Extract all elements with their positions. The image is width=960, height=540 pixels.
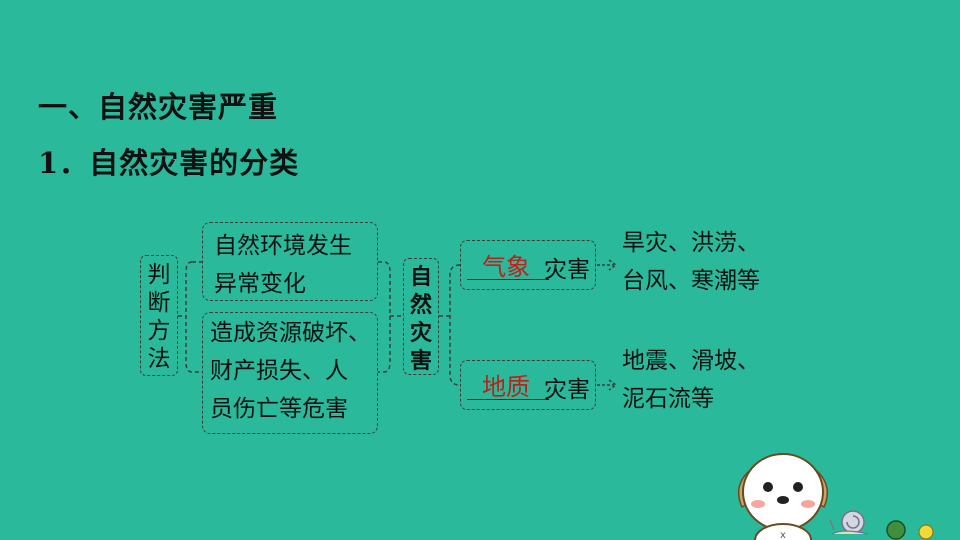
blank-answer: 地质	[482, 373, 530, 401]
cartoon-dog-icon: x	[737, 453, 829, 540]
example-line: 台风、寒潮等	[622, 268, 760, 294]
judgment-method-label: 判断方法	[140, 255, 178, 376]
criterion-line: 造成资源破坏、	[210, 320, 371, 346]
criterion-line: 财产损失、人	[210, 358, 348, 384]
natural-disaster-label: 自然灾害	[403, 258, 439, 375]
disaster-suffix: 灾害	[544, 377, 590, 403]
sub-heading: 1．自然灾害的分类	[38, 146, 300, 180]
example-line: 泥石流等	[622, 386, 714, 412]
disaster-suffix: 灾害	[544, 257, 590, 283]
criterion-line: 自然环境发生	[214, 233, 352, 259]
geological-disaster-box: 地质 灾害	[460, 360, 596, 410]
snail-icon	[829, 510, 869, 535]
svg-text:x: x	[780, 530, 786, 540]
arrow-icon	[597, 259, 618, 391]
criterion-box-abnormal-change: 自然环境发生 异常变化	[202, 222, 378, 301]
decoration-mascot: x	[737, 453, 934, 540]
blank-answer: 气象	[482, 253, 530, 281]
example-line: 旱灾、洪涝、	[622, 230, 760, 256]
blank-underline	[467, 399, 549, 400]
example-line: 地震、滑坡、	[622, 348, 760, 374]
criterion-line: 异常变化	[214, 271, 306, 297]
meteorological-examples: 旱灾、洪涝、 台风、寒潮等	[622, 224, 760, 300]
criterion-line: 员伤亡等危害	[210, 396, 348, 422]
section-heading: 一、自然灾害严重	[38, 90, 279, 124]
criterion-box-damage: 造成资源破坏、 财产损失、人 员伤亡等危害	[202, 312, 378, 434]
blank-underline	[467, 279, 549, 280]
geological-examples: 地震、滑坡、 泥石流等	[622, 342, 760, 418]
meteorological-disaster-box: 气象 灾害	[460, 240, 596, 290]
